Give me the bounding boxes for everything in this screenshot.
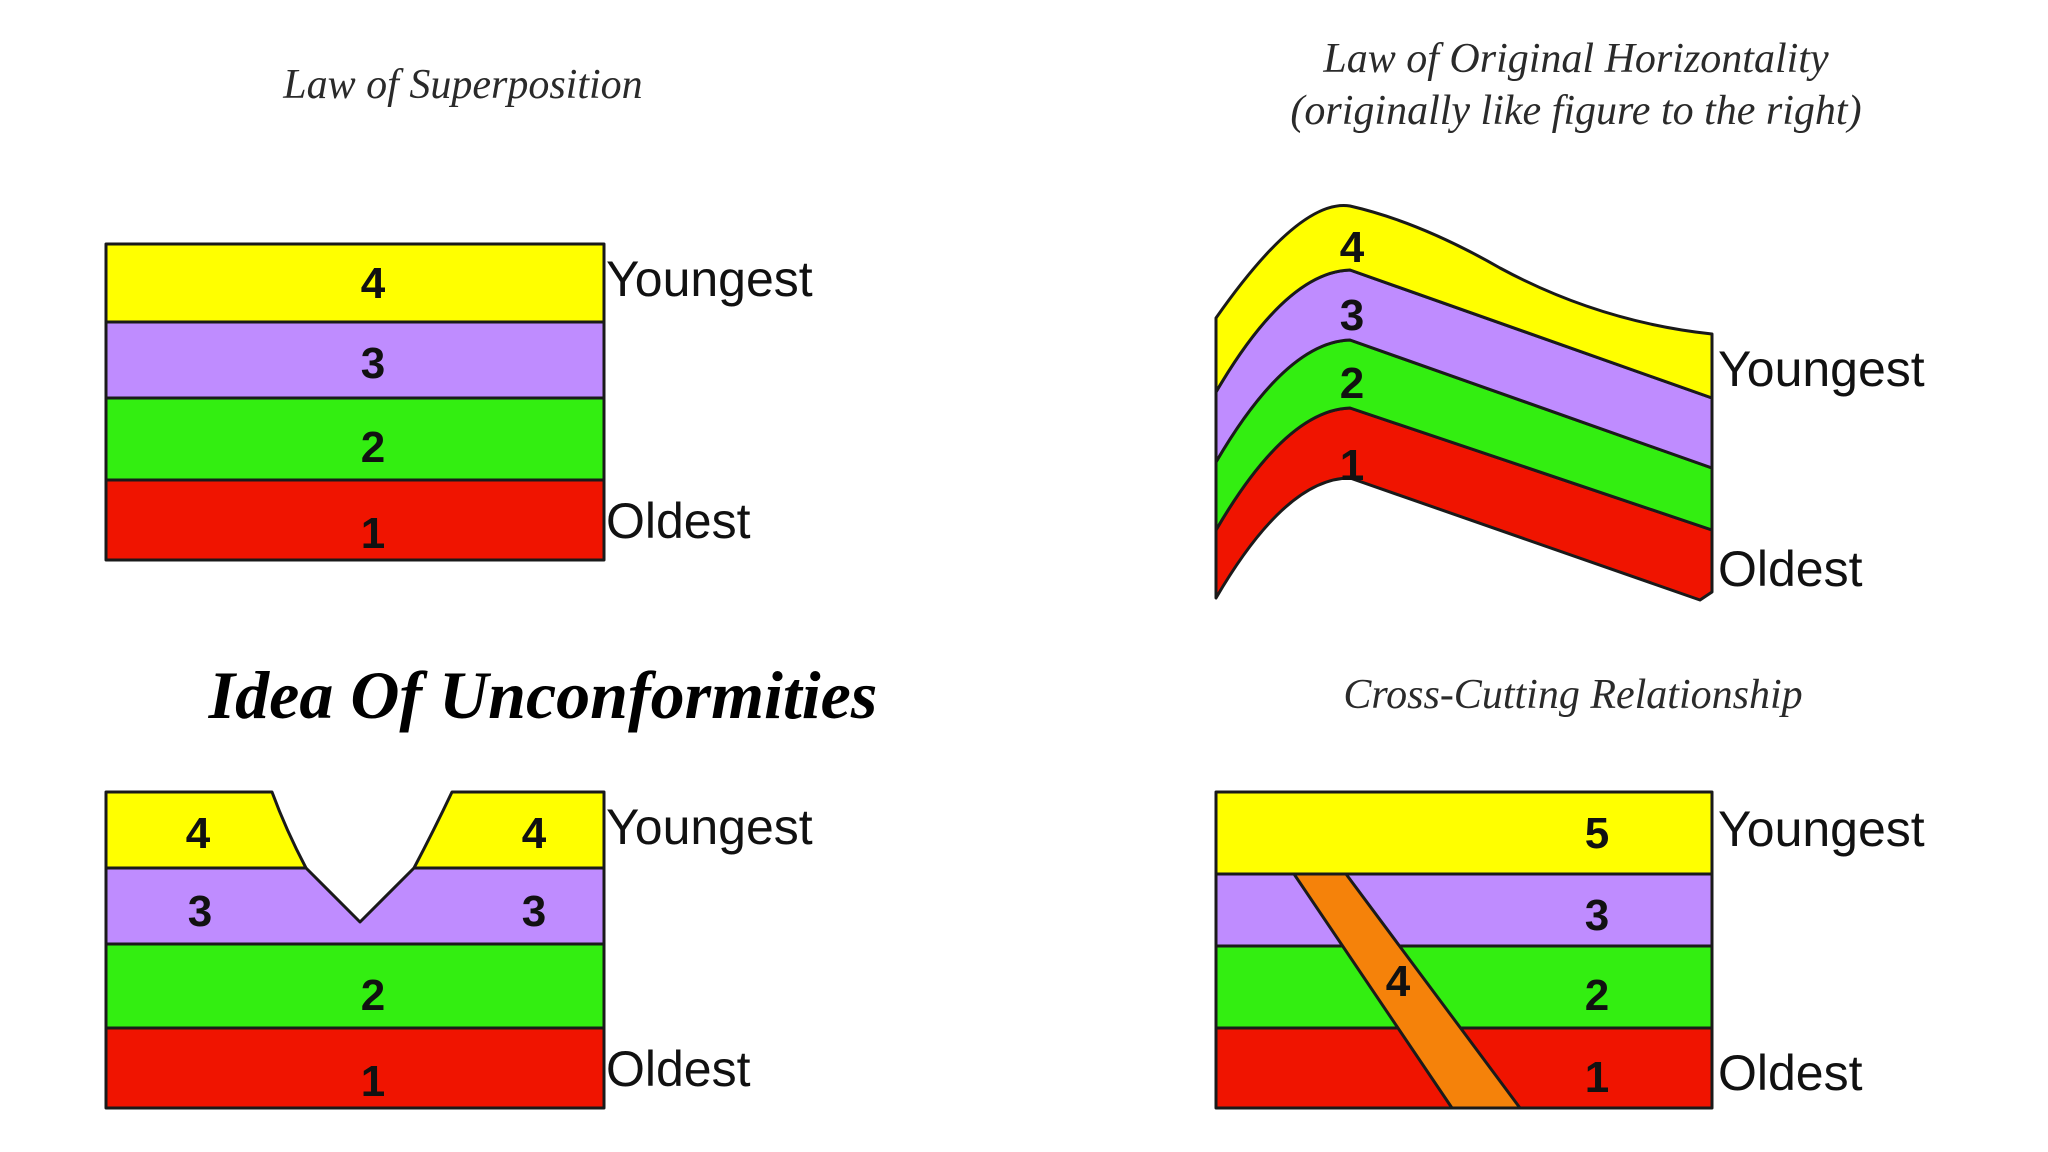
horizontality-layer-4: [1214, 204, 1714, 400]
horizontality-youngest-label: Youngest: [1718, 341, 1925, 397]
unconformities-label-4-right: 4: [522, 809, 547, 858]
unconformities-youngest-label: Youngest: [606, 799, 813, 855]
crosscutting-youngest-label: Youngest: [1718, 801, 1925, 857]
unconformities-layer-4-left: [104, 790, 308, 870]
unconformities-label-4-left: 4: [186, 809, 211, 858]
superposition-youngest-label: Youngest: [606, 251, 813, 307]
crosscutting-layer-2: [1214, 944, 1714, 1030]
unconformities-layer-2: [104, 942, 606, 1030]
superposition-title: Law of Superposition: [282, 62, 642, 108]
horizontality-label-3: 3: [1340, 291, 1364, 340]
crosscutting-label-5: 5: [1585, 809, 1609, 858]
horizontality-label-1: 1: [1340, 441, 1364, 490]
crosscutting-intrusion-label: 4: [1386, 957, 1411, 1006]
superposition-layer-3: [104, 320, 606, 400]
horizontality-label-4: 4: [1340, 223, 1365, 272]
horizontality-title-line1: Law of Original Horizontality: [1322, 36, 1829, 82]
unconformities-label-3-right: 3: [522, 887, 546, 936]
superposition-layer-4: [104, 242, 606, 324]
crosscutting-layer-5: [1214, 790, 1714, 876]
unconformities-title: Idea Of Unconformities: [208, 657, 878, 733]
crosscutting-label-3: 3: [1585, 891, 1609, 940]
unconformities-label-3-left: 3: [188, 887, 212, 936]
crosscutting-label-1: 1: [1585, 1053, 1609, 1102]
unconformities-oldest-label: Oldest: [606, 1041, 751, 1097]
crosscutting-title: Cross-Cutting Relationship: [1343, 672, 1802, 718]
horizontality-oldest-label: Oldest: [1718, 541, 1863, 597]
superposition-panel: Law of Superposition 4 3 2 1 Youngest Ol…: [104, 62, 813, 562]
superposition-oldest-label: Oldest: [606, 493, 751, 549]
horizontality-title-line2: (originally like figure to the right): [1290, 88, 1861, 134]
crosscutting-oldest-label: Oldest: [1718, 1045, 1863, 1101]
superposition-label-2: 2: [361, 423, 385, 472]
superposition-layer-1: [104, 478, 606, 562]
superposition-label-1: 1: [361, 509, 385, 558]
unconformities-label-2: 2: [361, 971, 385, 1020]
crosscutting-panel: Cross-Cutting Relationship 5 3 2 1 4 You…: [1214, 672, 1925, 1110]
unconformities-layer-4-right: [412, 790, 606, 870]
crosscutting-label-2: 2: [1585, 971, 1609, 1020]
superposition-label-3: 3: [361, 339, 385, 388]
horizontality-panel: Law of Original Horizontality (originall…: [1214, 36, 1925, 602]
unconformities-layer-1: [104, 1026, 606, 1110]
crosscutting-layer-3: [1214, 872, 1714, 948]
crosscutting-intrusion: [1292, 872, 1522, 1110]
superposition-label-4: 4: [361, 259, 386, 308]
unconformities-label-1: 1: [361, 1057, 385, 1106]
horizontality-label-2: 2: [1340, 359, 1364, 408]
superposition-layer-2: [104, 396, 606, 482]
unconformities-panel: Idea Of Unconformities 4 4 3 3 2 1 Young…: [104, 657, 878, 1110]
